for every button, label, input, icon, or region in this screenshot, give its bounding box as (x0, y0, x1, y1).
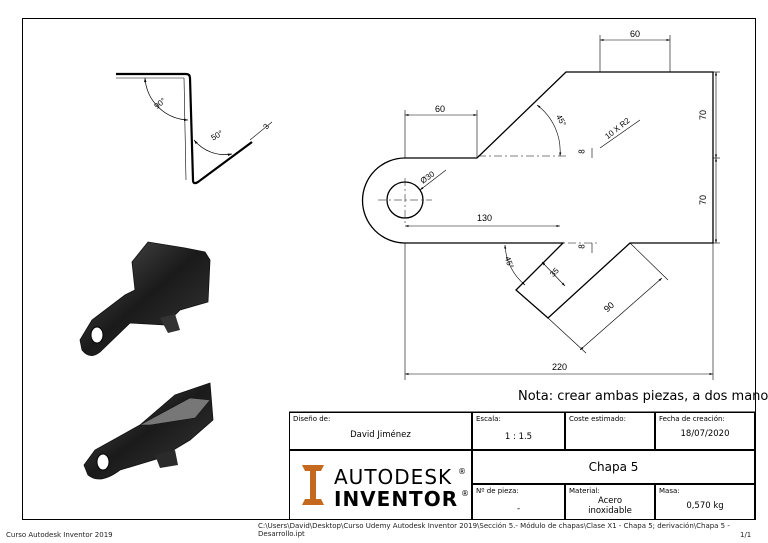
mass-cell: Masa: 0,570 kg (655, 484, 755, 520)
scale-label: Escala: (476, 415, 501, 423)
dim-left-width: 60 (435, 104, 446, 114)
designer-label: Diseño de: (293, 415, 331, 423)
scale-cell: Escala: 1 : 1.5 (472, 412, 565, 450)
flat-pattern-view (361, 71, 714, 319)
cost-label: Coste estimado: (569, 415, 626, 423)
footer-path: C:\Users\David\Desktop\Curso Udemy Autod… (258, 522, 730, 538)
part-title: Chapa 5 (588, 460, 639, 474)
dim-slot-bottom: 8 (577, 244, 587, 249)
dim-lower-height: 70 (698, 194, 709, 206)
part-no-label: Nº de pieza: (476, 487, 519, 495)
title-block: Diseño de: David Jiménez Escala: 1 : 1.5… (289, 412, 755, 520)
drawing-note: Nota: crear ambas piezas, a dos manos. (518, 389, 768, 404)
dim-upper-height: 70 (698, 109, 709, 121)
part-no-cell: Nº de pieza: - (472, 484, 565, 520)
part-no-value: - (516, 504, 521, 514)
date-label: Fecha de creación: (659, 415, 725, 423)
side-profile-view (116, 72, 273, 185)
material-cell: Material: Acero inoxidable (565, 484, 655, 520)
material-label: Material: (569, 487, 600, 495)
dim-total-width: 220 (552, 362, 568, 372)
designer-value: David Jiménez (350, 430, 411, 440)
mass-value: 0,570 kg (686, 501, 724, 511)
dimension-lines (404, 35, 720, 380)
flat-pattern-centerlines (378, 155, 600, 244)
part-title-cell: Chapa 5 (472, 450, 755, 484)
registered-mark: ® (458, 467, 466, 476)
scale-value: 1 : 1.5 (504, 432, 533, 442)
date-cell: Fecha de creación: 18/07/2020 (655, 412, 755, 450)
footer-course: Curso Autodesk Inventor 2019 (6, 531, 113, 539)
inventor-logo-icon (302, 465, 324, 505)
registered-mark-2: ® (461, 489, 469, 498)
cost-cell: Coste estimado: (565, 412, 655, 450)
material-line1: Acero (597, 496, 623, 506)
autodesk-wordmark: AUTODESK (334, 465, 453, 489)
inventor-wordmark: INVENTOR (334, 487, 459, 511)
isometric-view-1 (79, 241, 211, 356)
isometric-view-2 (83, 382, 214, 480)
dim-slot-top: 8 (577, 149, 587, 154)
material-line2: inoxidable (588, 506, 632, 516)
footer-page: 1/1 (740, 531, 752, 539)
mass-label: Masa: (659, 487, 680, 495)
logo-cell: AUTODESK ® INVENTOR ® (289, 450, 472, 520)
date-value: 18/07/2020 (680, 429, 730, 439)
dim-top-width: 60 (630, 29, 641, 39)
designer-cell: Diseño de: David Jiménez (289, 412, 472, 450)
dim-hole-offset: 130 (477, 213, 493, 223)
